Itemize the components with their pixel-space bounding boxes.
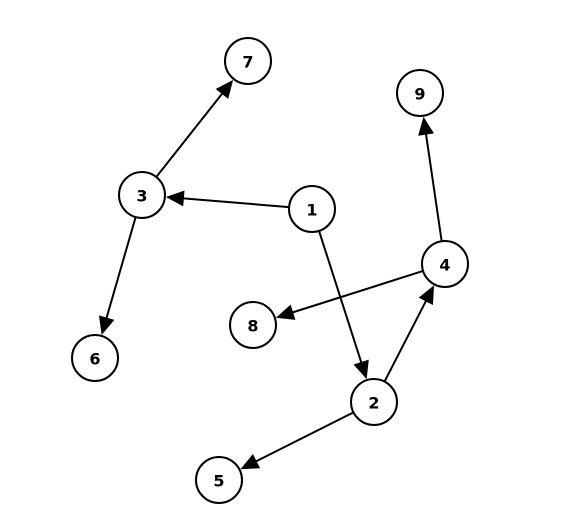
arrowhead-icon bbox=[98, 315, 115, 335]
edge-line bbox=[383, 299, 428, 383]
node-circle bbox=[229, 301, 277, 349]
node-label: 8 bbox=[247, 317, 258, 336]
node-7: 7 bbox=[224, 37, 272, 85]
edge-line bbox=[181, 197, 290, 209]
arrowhead-icon bbox=[418, 116, 434, 136]
node-4: 4 bbox=[421, 240, 469, 288]
edge-1-to-2 bbox=[318, 230, 369, 380]
arrowhead-icon bbox=[215, 79, 234, 99]
node-3: 3 bbox=[118, 171, 166, 219]
node-1: 1 bbox=[288, 185, 336, 233]
edge-2-to-5 bbox=[240, 411, 354, 470]
node-2: 2 bbox=[350, 378, 398, 426]
edge-4-to-9 bbox=[418, 116, 443, 242]
node-6: 6 bbox=[71, 334, 119, 382]
arrowhead-icon bbox=[275, 304, 296, 320]
edge-1-to-3 bbox=[165, 190, 290, 209]
node-8: 8 bbox=[229, 301, 277, 349]
arrowhead-icon bbox=[418, 285, 435, 306]
edges-layer bbox=[98, 79, 443, 470]
node-9: 9 bbox=[396, 69, 444, 117]
node-label: 3 bbox=[136, 187, 147, 206]
node-circle bbox=[118, 171, 166, 219]
node-label: 4 bbox=[439, 256, 450, 275]
edge-3-to-6 bbox=[98, 216, 137, 335]
node-circle bbox=[224, 37, 272, 85]
node-5: 5 bbox=[195, 456, 243, 504]
arrowhead-icon bbox=[240, 453, 261, 470]
node-label: 5 bbox=[213, 472, 224, 491]
nodes-layer: 1 2 3 4 5 6 7 8 9 bbox=[71, 37, 469, 504]
edge-line bbox=[424, 132, 443, 242]
node-circle bbox=[71, 334, 119, 382]
node-circle bbox=[421, 240, 469, 288]
edge-line bbox=[155, 91, 224, 178]
edge-line bbox=[105, 216, 137, 320]
node-label: 1 bbox=[306, 201, 317, 220]
edge-2-to-4 bbox=[383, 285, 435, 383]
node-label: 6 bbox=[89, 350, 100, 369]
arrowhead-icon bbox=[165, 190, 185, 207]
edge-4-to-8 bbox=[275, 270, 424, 320]
node-circle bbox=[396, 69, 444, 117]
arrowhead-icon bbox=[353, 359, 369, 380]
edge-line bbox=[290, 270, 424, 314]
node-label: 7 bbox=[242, 53, 253, 72]
node-label: 2 bbox=[368, 394, 379, 413]
node-circle bbox=[350, 378, 398, 426]
edge-3-to-7 bbox=[155, 79, 234, 178]
node-circle bbox=[195, 456, 243, 504]
node-circle bbox=[288, 185, 336, 233]
edge-line bbox=[254, 411, 354, 463]
node-label: 9 bbox=[414, 85, 425, 104]
